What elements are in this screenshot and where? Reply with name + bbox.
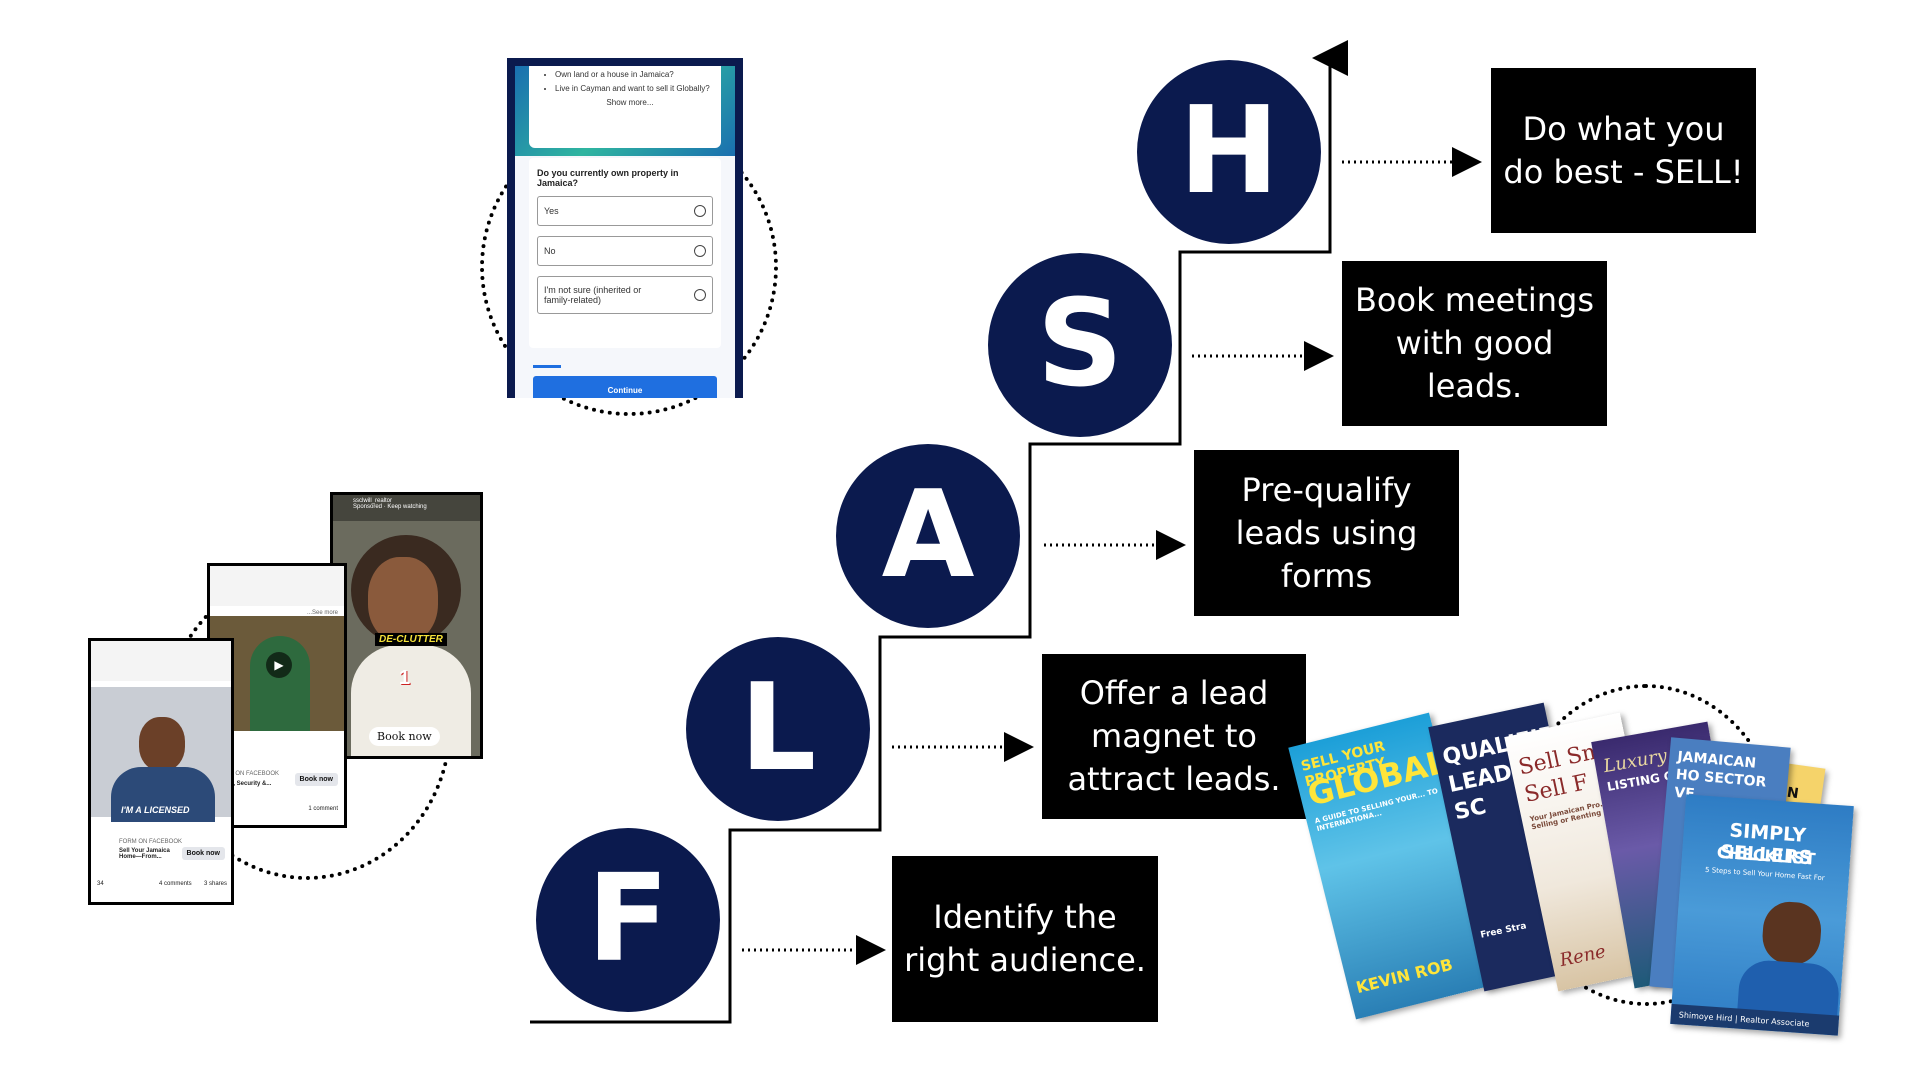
ad1-overlay: I'M A LICENSED: [121, 805, 190, 815]
step-h-text: Do what you do best - SELL!: [1503, 109, 1744, 191]
ad1-video: I'M A LICENSED: [91, 687, 231, 822]
ad2-book-now[interactable]: Book now: [294, 773, 338, 786]
option-yes[interactable]: Yes: [537, 196, 713, 226]
see-more[interactable]: ...See more: [306, 610, 338, 616]
radio-icon: [694, 289, 706, 301]
continue-button[interactable]: Continue: [533, 376, 717, 398]
ad2-form-label: FORM ON FACEBOOK: [216, 771, 280, 777]
step-l-text: Offer a lead magnet to attract leads.: [1067, 674, 1281, 798]
radio-icon: [694, 205, 706, 217]
option-label: I'm not sure (inherited or family-relate…: [544, 285, 642, 305]
person-silhouette: [250, 636, 310, 731]
declutter-sticker: DE-CLUTTER: [375, 633, 447, 646]
step-h-circle: H: [1137, 60, 1321, 244]
step-h-letter: H: [1178, 82, 1280, 221]
form-question-card: Do you currently own property in Jamaica…: [529, 158, 721, 348]
play-icon[interactable]: ▶: [266, 652, 292, 678]
form-description: Own land or a house in Jamaica? Live in …: [529, 66, 721, 148]
ad1-shares: 3 shares: [203, 881, 227, 887]
option-label: Yes: [544, 206, 559, 216]
form-bullet: Own land or a house in Jamaica?: [555, 70, 713, 79]
form-bullet: Live in Cayman and want to sell it Globa…: [555, 84, 713, 93]
book1-author: KEVIN ROB: [1354, 954, 1455, 998]
radio-icon: [694, 245, 706, 257]
book-simply-sellers: SIMPLY SELLERS CHECKLIST 5 Steps to Sell…: [1670, 794, 1854, 1036]
step-a-circle: A: [836, 444, 1020, 628]
step-s-box: Book meetings with good leads.: [1342, 261, 1607, 426]
show-more-link[interactable]: Show more...: [606, 98, 654, 107]
step-a-letter: A: [881, 466, 975, 605]
person-face: [368, 557, 438, 643]
lead-form-screenshot: Own land or a house in Jamaica? Live in …: [507, 58, 743, 398]
step-a-box: Pre-qualify leads using forms: [1194, 450, 1459, 616]
ad-video-3: ssclwill_realtor Sponsored · Keep watchi…: [330, 492, 483, 759]
step-s-text: Book meetings with good leads.: [1354, 281, 1595, 405]
step-s-circle: S: [988, 253, 1172, 437]
ad3-account: ssclwill_realtor: [353, 498, 393, 504]
step-s-letter: S: [1036, 275, 1124, 414]
ad2-title: Peace, Security &...: [216, 781, 272, 787]
book-now-sticker[interactable]: Book now: [369, 727, 440, 746]
step-a-text: Pre-qualify leads using forms: [1235, 470, 1418, 595]
ad-video-1: I'M A LICENSED FORM ON FACEBOOK Sell You…: [88, 638, 234, 905]
ad3-sub: Sponsored · Keep watching: [353, 504, 427, 510]
ad1-likes: 34: [97, 881, 104, 887]
author-head: [1760, 900, 1823, 967]
step-f-circle: F: [536, 828, 720, 1012]
form-question: Do you currently own property in Jamaica…: [537, 168, 679, 188]
option-no[interactable]: No: [537, 236, 713, 266]
lead-form: Own land or a house in Jamaica? Live in …: [515, 66, 735, 398]
option-label: No: [544, 246, 556, 256]
step-h-box: Do what you do best - SELL!: [1491, 68, 1756, 233]
option-not-sure[interactable]: I'm not sure (inherited or family-relate…: [537, 276, 713, 314]
ad2-header: ...See more: [210, 566, 344, 616]
ad1-header: [91, 641, 231, 681]
step-l-letter: L: [739, 659, 817, 798]
step-f-text: Identify the right audience.: [904, 898, 1146, 979]
staircase-path: [530, 62, 1332, 1024]
ad1-comments: 4 comments: [159, 881, 192, 887]
step-number: 1: [399, 667, 411, 689]
ad1-form-label: FORM ON FACEBOOK: [119, 839, 183, 845]
person-head: [139, 717, 185, 771]
step-f-box: Identify the right audience.: [892, 856, 1158, 1022]
ad1-book-now[interactable]: Book now: [181, 847, 225, 860]
step-l-box: Offer a lead magnet to attract leads.: [1042, 654, 1306, 819]
form-progress-bar: [533, 365, 561, 368]
ad1-title: Sell Your Jamaica Home—From...: [119, 848, 170, 860]
step-f-letter: F: [587, 850, 669, 989]
ad2-comments: 1 comment: [308, 806, 338, 812]
ad3-header: ssclwill_realtor Sponsored · Keep watchi…: [333, 495, 480, 521]
step-l-circle: L: [686, 637, 870, 821]
person-shirt: [111, 767, 215, 822]
